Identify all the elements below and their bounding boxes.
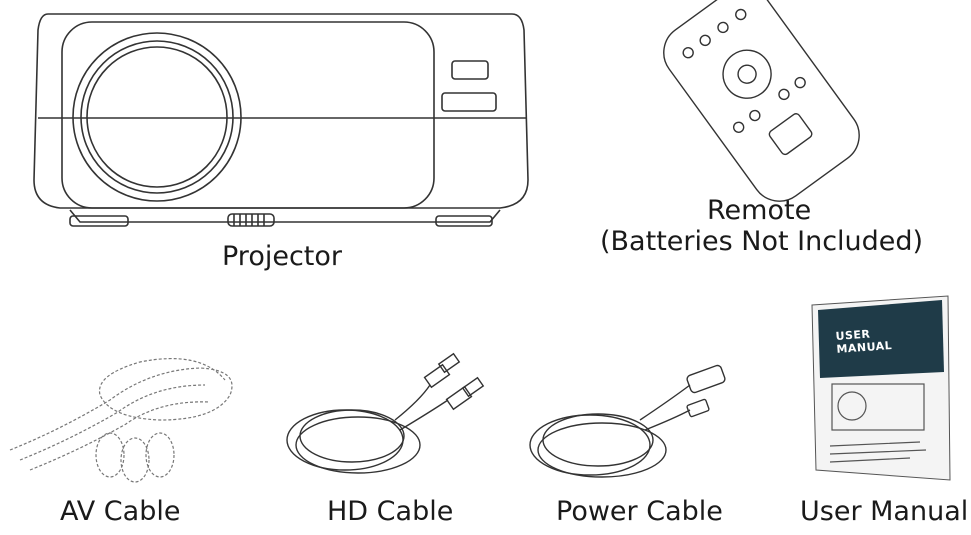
user-manual-label: User Manual xyxy=(800,496,969,527)
user-manual-cover-title: USER MANUAL xyxy=(835,327,893,356)
projector-label: Projector xyxy=(222,241,342,272)
remote-label-line1: Remote xyxy=(707,195,812,226)
remote-label-line2: (Batteries Not Included) xyxy=(600,226,924,257)
power-cable-label: Power Cable xyxy=(556,496,723,527)
av-cable-label: AV Cable xyxy=(60,496,181,527)
hd-cable-label: HD Cable xyxy=(327,496,454,527)
